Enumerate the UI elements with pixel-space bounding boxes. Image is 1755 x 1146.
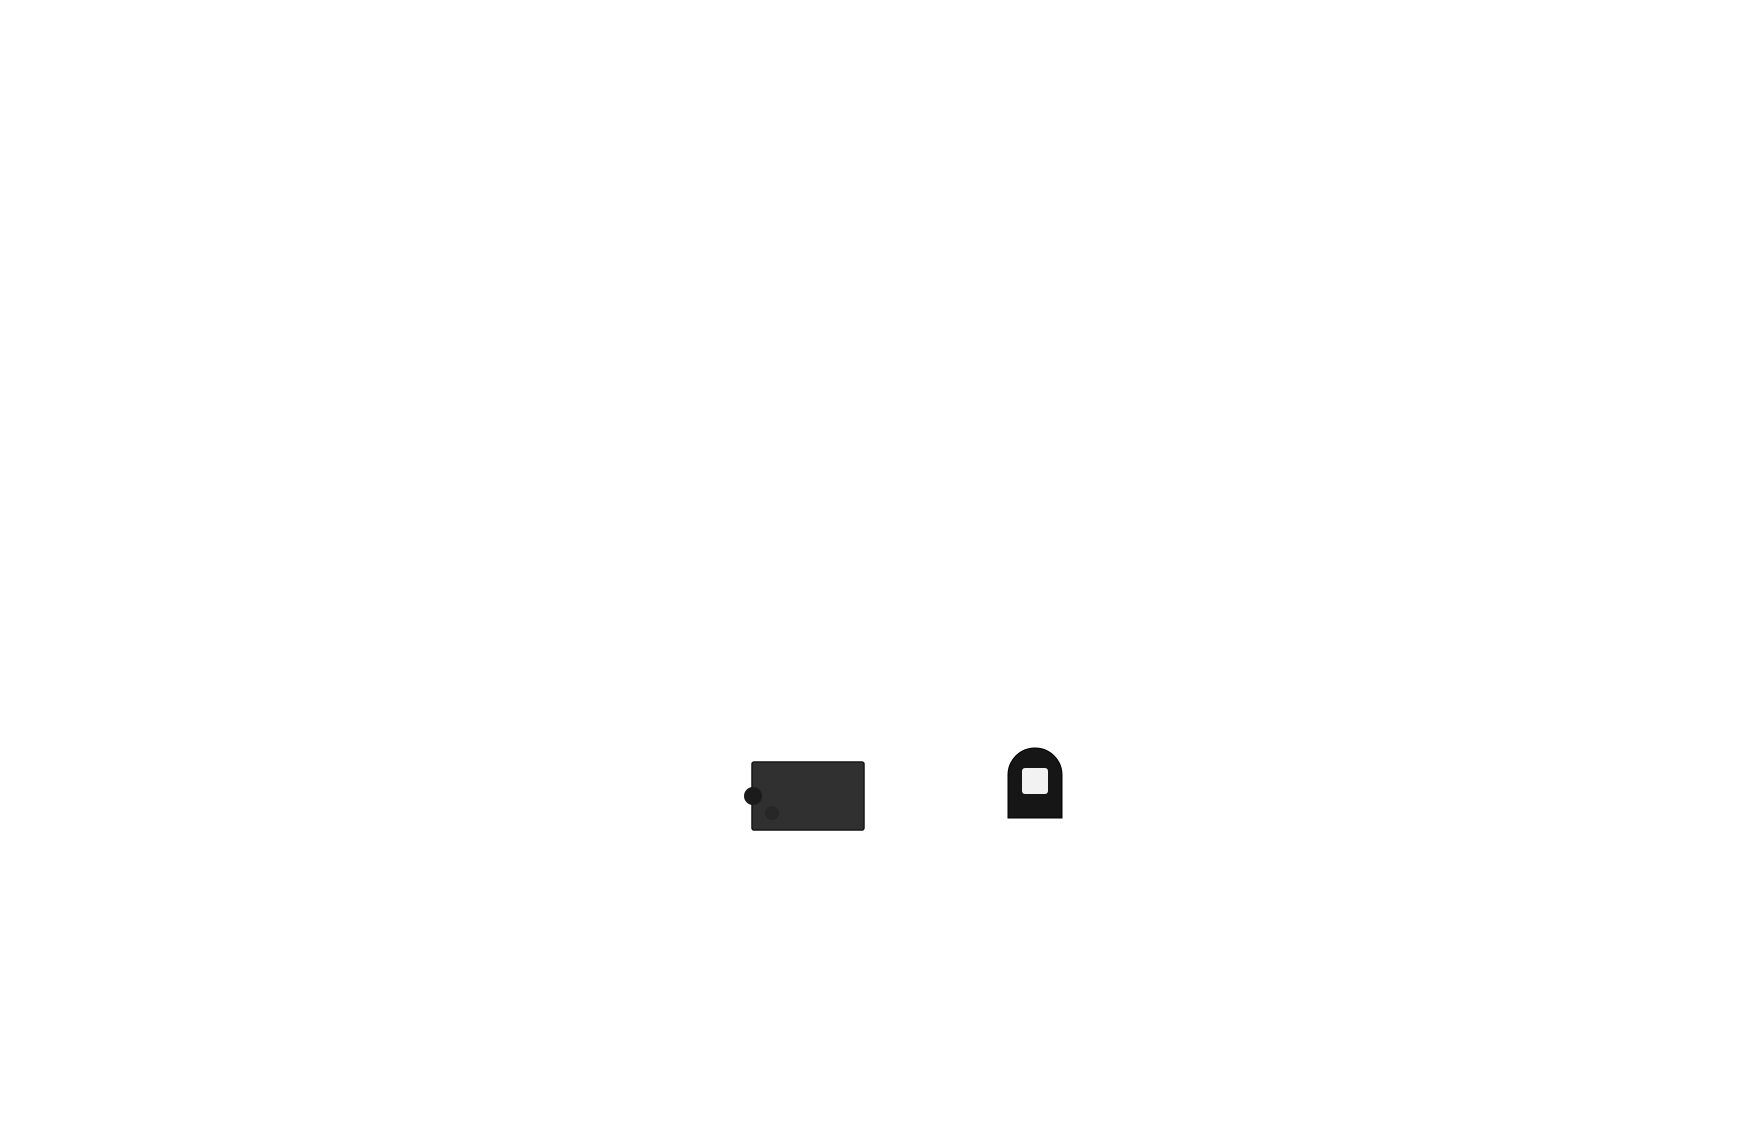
chip-pin1-dot (765, 806, 779, 820)
transistor-j201[interactable] (1007, 747, 1063, 819)
attiny85-chip[interactable] (744, 761, 865, 831)
chip-notch (744, 787, 762, 805)
manufacturer-logo-icon (1022, 768, 1048, 794)
chip-body[interactable] (751, 761, 865, 831)
